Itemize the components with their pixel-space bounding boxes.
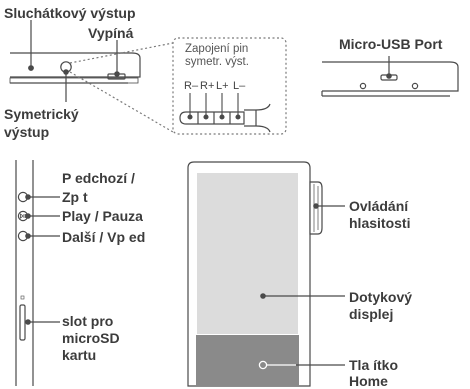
play-pause-icon [20,213,26,219]
label-power: Vypíná [88,25,134,41]
home-button-icon [258,360,268,370]
pin-label: R+ [200,80,215,92]
label-usb: Micro-USB Port [339,36,443,52]
pin-box-title: Zapojení pin symetr. výst. [185,43,249,68]
device-bottom-view [321,61,459,97]
device-front-view [187,161,323,387]
touch-screen [195,171,300,336]
microsd-slot-icon [19,304,26,341]
label-home: Tla ítko Home [349,357,399,389]
label-balanced-out: Symetrický výstup [4,106,79,140]
label-play: Play / Pauza [62,208,143,224]
label-headphone-out: Sluchátkový výstup [4,5,136,21]
label-volume: Ovládání hlasitosti [349,198,411,231]
lower-bezel [196,335,299,386]
screw-icon [411,82,419,90]
pin-label: L– [233,80,246,92]
label-microsd: slot pro microSD kartu [62,313,120,363]
label-touch-display: Dotykový displej [349,289,413,322]
balanced-plug-icon [179,103,271,133]
device-side-view [15,160,34,386]
label-next: Další / Vp ed [62,229,146,245]
label-prev: P edchozí / Zp t [62,170,135,205]
screw-icon [359,82,367,90]
pin-label: L+ [216,80,229,92]
pin-label: R– [184,80,199,92]
